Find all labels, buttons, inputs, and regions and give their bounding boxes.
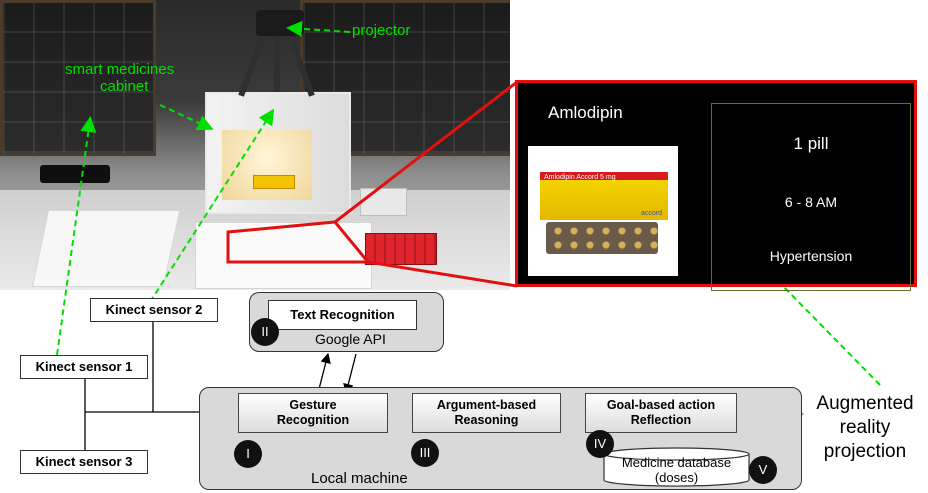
roman-V-badge: V <box>749 456 777 484</box>
output-line2: reality <box>839 417 891 438</box>
condition-text: Hypertension <box>769 248 853 264</box>
projection-arrow <box>727 229 881 386</box>
kinect2-arrow <box>149 108 275 303</box>
kinect-sensor-2: Kinect sensor 2 <box>90 298 218 322</box>
projector-arrow <box>286 20 351 37</box>
db-line1: Medicine database <box>621 455 732 470</box>
roman-IV-badge: IV <box>586 430 614 458</box>
box-brand: accord <box>640 210 662 217</box>
callout-region <box>226 220 372 264</box>
roman-II-badge: II <box>251 318 279 346</box>
projection-surface <box>195 222 372 289</box>
argument-line2: Reasoning <box>454 413 519 427</box>
pill-organizer <box>365 233 437 265</box>
goal-line2: Reflection <box>630 413 692 427</box>
medicine-package-image: Amlodipin Accord 5 mg accord <box>528 146 678 276</box>
gesture-line2: Recognition <box>276 413 350 427</box>
goal-line1: Goal-based action <box>606 398 716 412</box>
kinect-device-icon <box>40 165 110 183</box>
dose-info-panel: 1 pill 6 - 8 AM Hypertension <box>711 103 911 291</box>
roman-III-badge: III <box>411 439 439 467</box>
projection-panel: Amlodipin Amlodipin Accord 5 mg accord 1… <box>515 80 917 291</box>
time-text: 6 - 8 AM <box>784 194 838 210</box>
database-label: Medicine database (doses) <box>603 455 750 485</box>
output-line1: Augmented <box>816 393 914 414</box>
drug-name: Amlodipin <box>548 103 623 122</box>
cabinet-arrow <box>159 104 214 131</box>
blister-pack-icon <box>546 222 658 254</box>
medicine-database-icon <box>603 447 750 487</box>
local-machine-label: Local machine <box>311 470 408 487</box>
cabinet-label-line1: smart medicines <box>65 61 175 78</box>
callout-line-bottom <box>367 260 518 288</box>
medicine-box-icon: Amlodipin Accord 5 mg accord <box>540 172 668 220</box>
callout-line-top <box>334 80 518 224</box>
output-line3: projection <box>823 441 907 462</box>
text-recognition-box: Text Recognition <box>268 300 417 330</box>
box-label: Amlodipin Accord 5 mg <box>544 174 616 181</box>
kinect-sensor-1: Kinect sensor 1 <box>20 355 148 379</box>
roman-I-badge: I <box>234 440 262 468</box>
db-line2: (doses) <box>654 470 699 485</box>
gesture-line1: Gesture <box>289 398 337 412</box>
kinect-sensor-3: Kinect sensor 3 <box>20 450 148 474</box>
projector-label: projector <box>352 22 411 39</box>
kinect1-arrow <box>56 116 97 356</box>
cabinet-label-line2: cabinet <box>100 78 149 95</box>
augmented-reality-label: Augmented reality projection <box>806 392 924 464</box>
medicine-box <box>253 175 295 189</box>
tripod-leg <box>274 30 280 92</box>
google-api-label: Google API <box>315 331 386 347</box>
argument-line1: Argument-based <box>436 398 537 412</box>
dose-text: 1 pill <box>793 134 829 153</box>
cabinet-photo: projector smart medicines cabinet <box>0 0 510 290</box>
window-left <box>0 0 156 156</box>
